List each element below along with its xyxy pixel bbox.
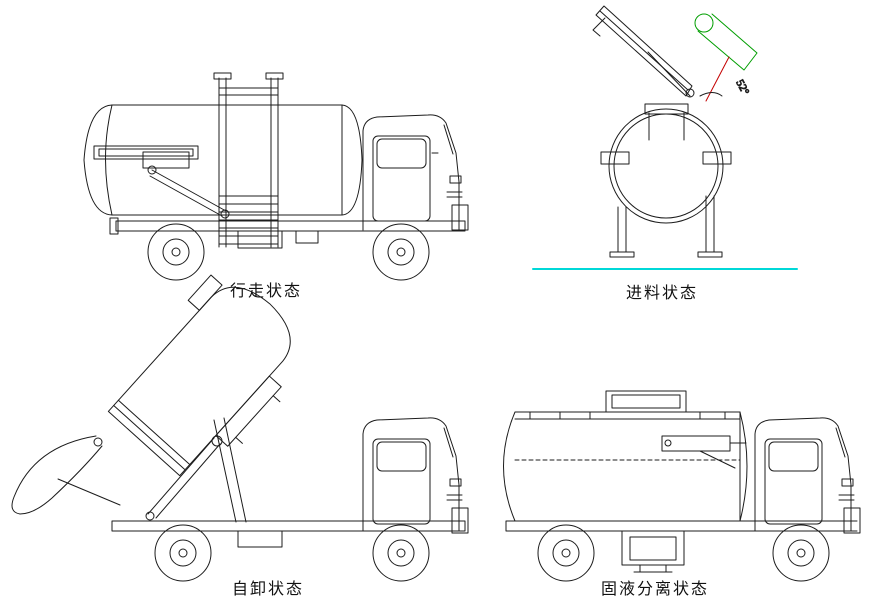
- angle-arc: [699, 92, 723, 97]
- rear-wheel: [537, 524, 595, 582]
- tank-dome-line: [105, 104, 113, 216]
- travel-state-label: 行走状态: [230, 282, 302, 300]
- rear-wheel: [154, 524, 212, 582]
- discharge-box: [621, 530, 685, 573]
- support-legs: [609, 195, 723, 258]
- feeding-state-label: 进料状态: [626, 284, 698, 302]
- tank-body: [83, 104, 363, 216]
- side-brackets: [600, 151, 732, 165]
- lid-angle-annotation-green: [694, 13, 758, 71]
- chassis: [111, 520, 466, 548]
- lift-arms: [145, 417, 247, 523]
- travel-state-view: [83, 72, 469, 281]
- angle-value-label: 52°: [733, 78, 751, 97]
- front-wheel: [372, 524, 430, 582]
- open-lid: [592, 5, 695, 98]
- tank-rear-section: [608, 103, 724, 224]
- front-wheel: [372, 223, 430, 281]
- tank-body: [503, 411, 748, 522]
- lift-column: [213, 72, 284, 248]
- cab: [362, 114, 469, 231]
- lid-angle-annotation-red: [705, 56, 730, 102]
- rear-wheel: [147, 223, 205, 281]
- dump-state-view: [11, 274, 469, 582]
- chassis: [109, 217, 466, 249]
- separator-piston: [661, 435, 747, 469]
- dump-state-label: 自卸状态: [232, 580, 304, 598]
- cab: [754, 417, 861, 534]
- open-lid: [11, 435, 121, 515]
- separation-state-label: 固液分离状态: [601, 580, 709, 598]
- front-wheel: [772, 524, 830, 582]
- top-hatch-frame: [598, 390, 694, 413]
- separation-state-view: [503, 390, 861, 582]
- cab: [362, 417, 469, 534]
- feeding-state-view: 52°: [532, 5, 798, 270]
- rear-arm-mechanism: [93, 145, 230, 219]
